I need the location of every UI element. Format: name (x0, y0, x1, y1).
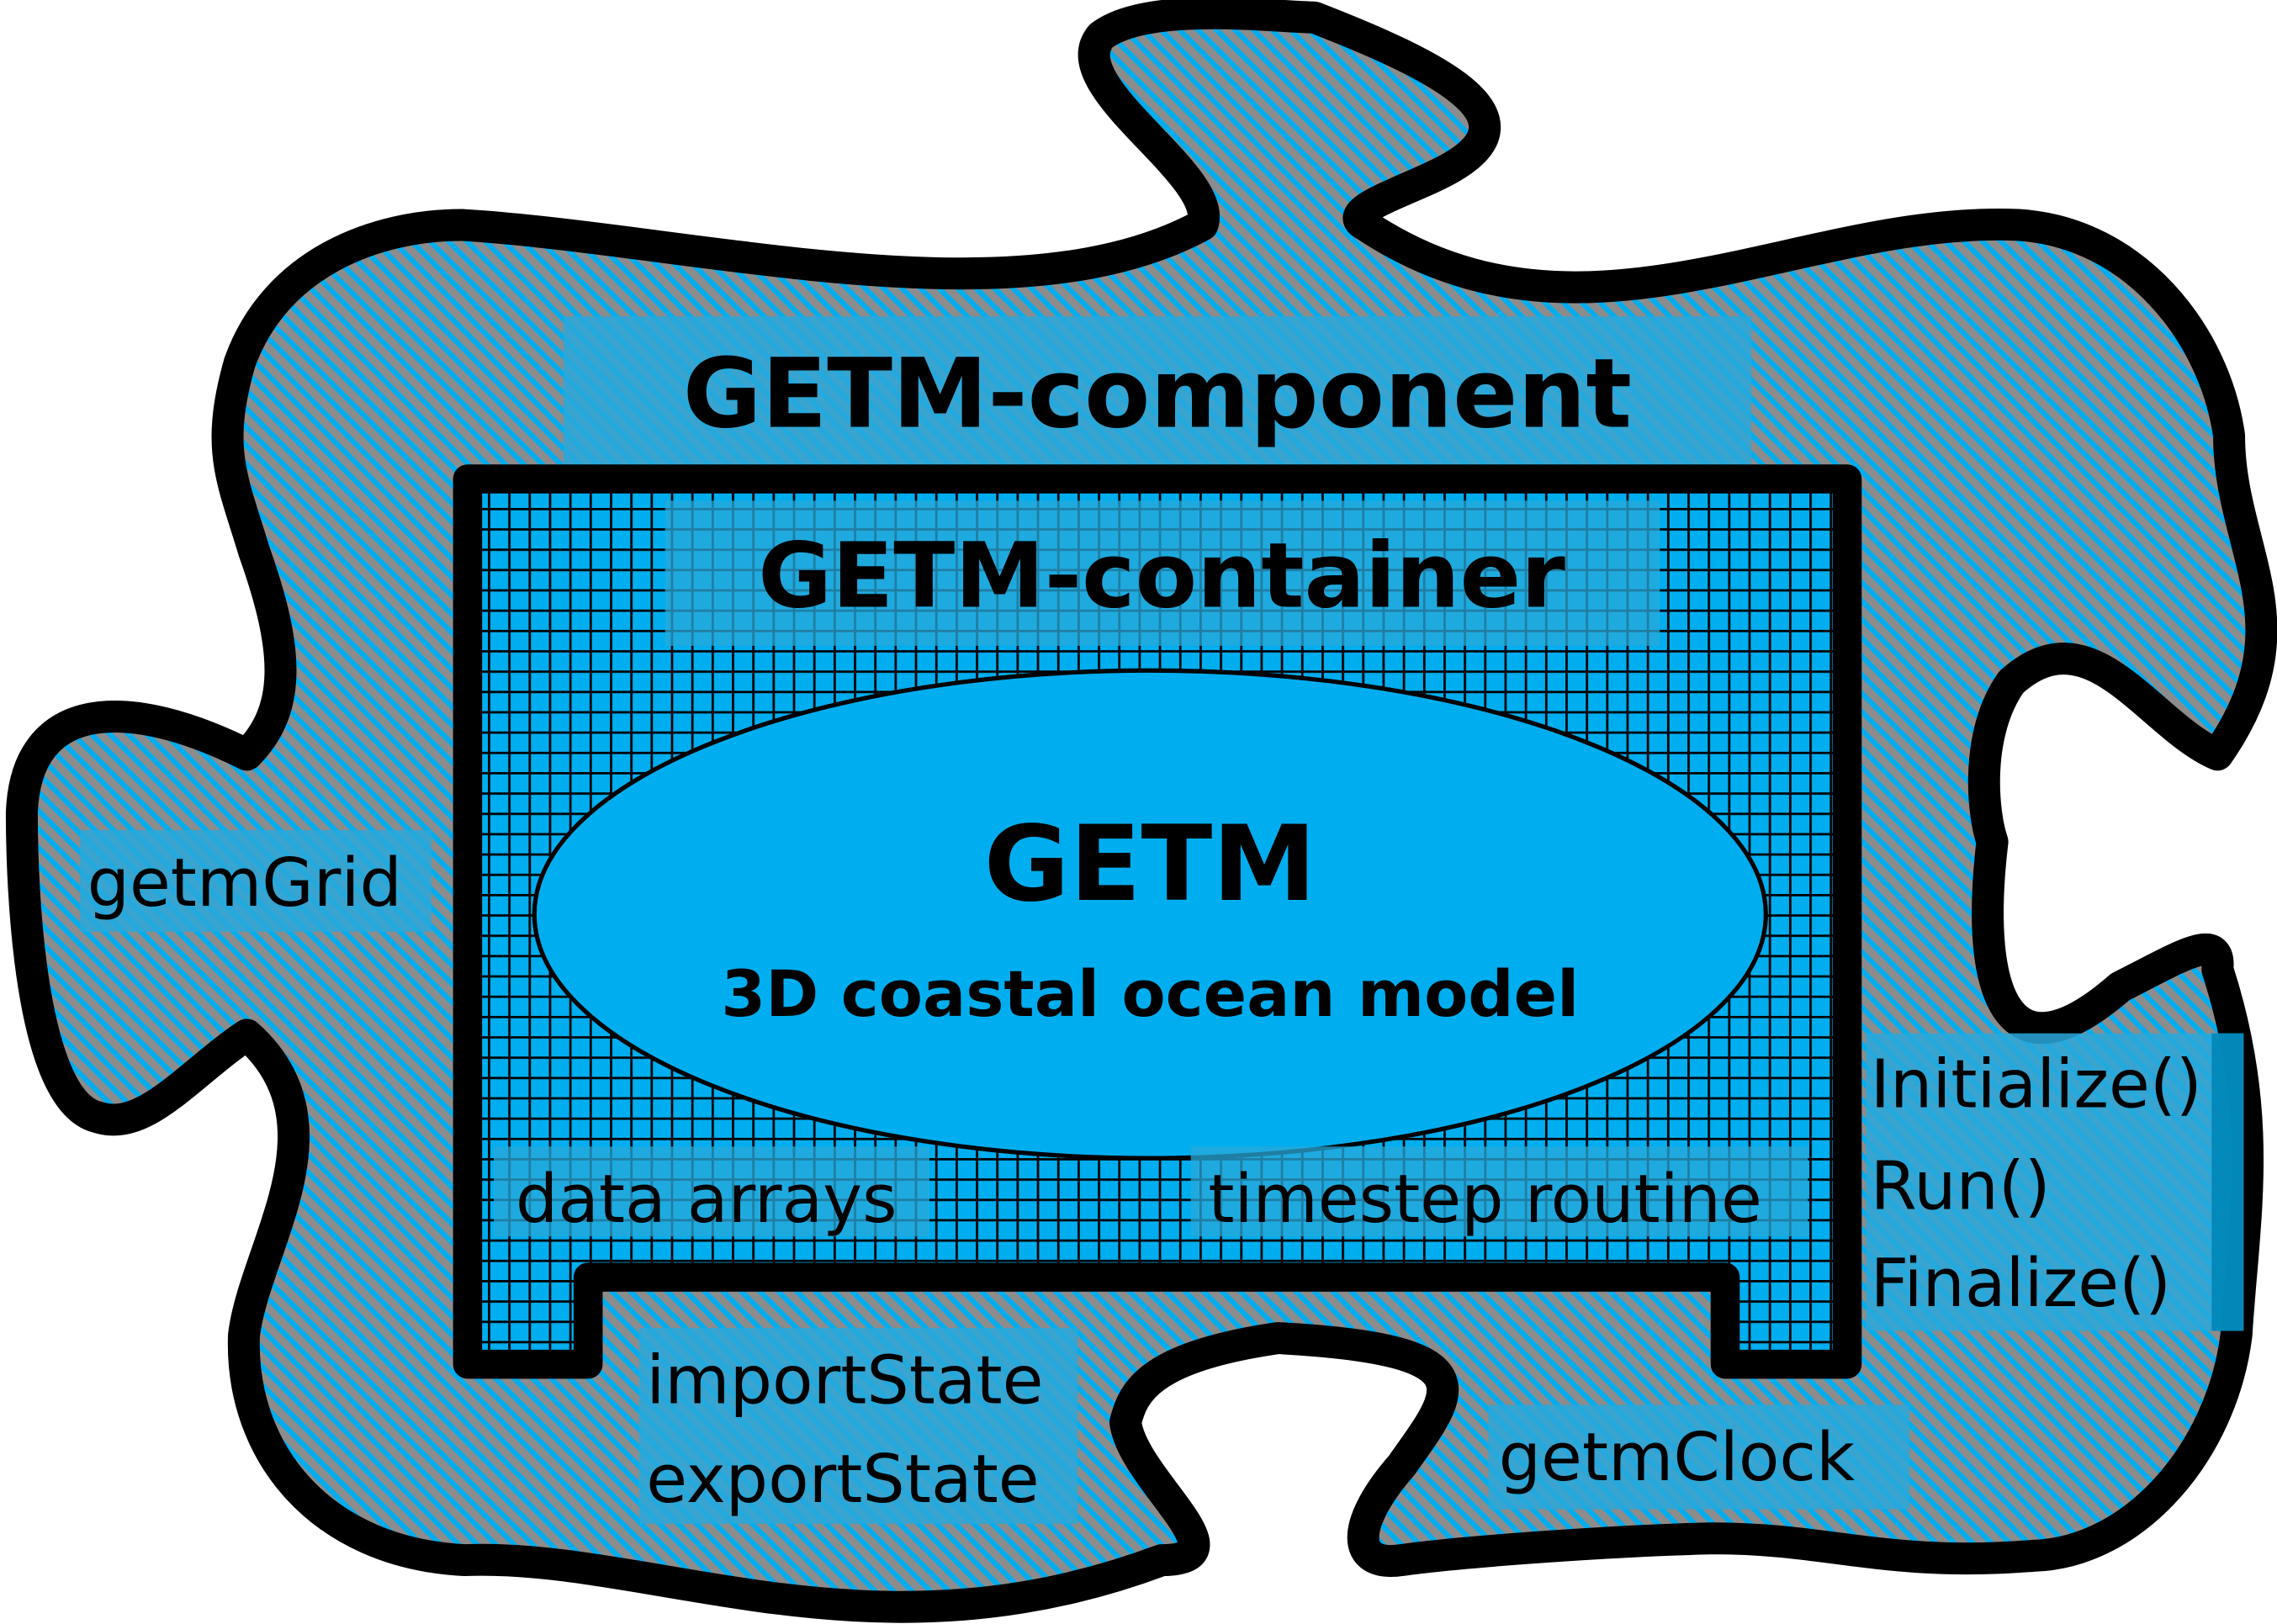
import-state-label: importState (646, 1341, 1043, 1420)
methods-box-edge (2211, 1033, 2244, 1331)
model-ellipse (532, 668, 1768, 1161)
method-run: Run() (1871, 1146, 2051, 1225)
component-title: GETM-component (683, 337, 1632, 449)
export-state-label: exportState (646, 1440, 1039, 1518)
model-description: 3D coastal ocean model (721, 957, 1579, 1031)
clock-label-box (1488, 1404, 1910, 1510)
grid-label-box (79, 830, 432, 932)
timestep-routine-label: timestep routine (1208, 1160, 1761, 1238)
method-finalize: Finalize() (1871, 1244, 2172, 1322)
data-arrays-box (493, 1146, 929, 1237)
component-title-box (563, 316, 1752, 468)
clock-label: getmClock (1499, 1418, 1855, 1496)
grid-label: getmGrid (87, 844, 402, 922)
timestep-routine-box (1190, 1146, 1808, 1237)
model-name: GETM (984, 804, 1316, 925)
container-title: GETM-container (758, 524, 1565, 628)
data-arrays-label: data arrays (516, 1160, 898, 1238)
container-title-box (665, 500, 1660, 646)
methods-box (1866, 1033, 2244, 1331)
method-initialize: Initialize() (1871, 1045, 2202, 1124)
state-label-box (638, 1327, 1078, 1524)
